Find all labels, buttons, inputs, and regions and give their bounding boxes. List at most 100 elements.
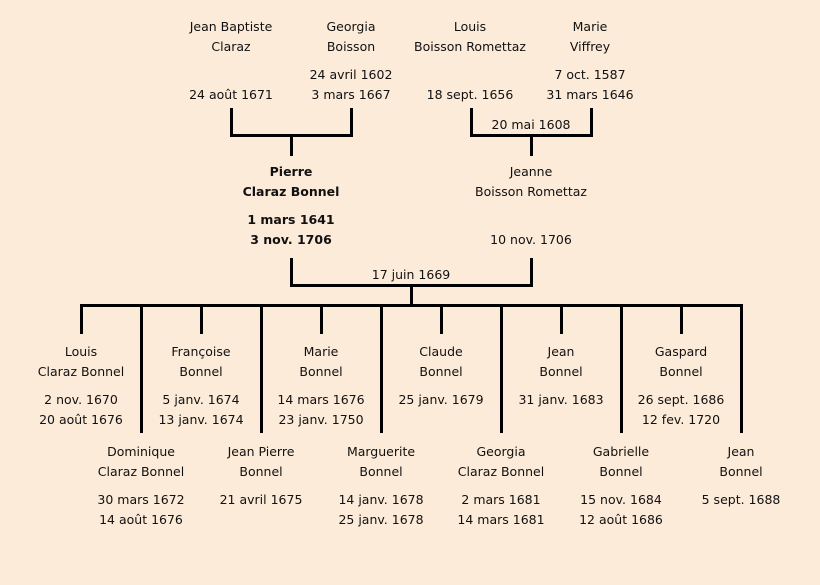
connector-line (620, 304, 623, 433)
birth-date: 14 mars 1676 (277, 392, 365, 407)
death-date: 25 janv. 1678 (338, 512, 424, 527)
child-card: Dominique Claraz Bonnel 30 mars 1672 14 … (81, 442, 201, 530)
last-name: Claraz Bonnel (37, 364, 125, 379)
marriage-date: 20 mai 1608 (491, 117, 571, 132)
connector-line (260, 304, 263, 433)
birth-date: 25 janv. 1679 (398, 392, 484, 407)
first-name: Pierre (269, 164, 313, 179)
birth-date: 15 nov. 1684 (580, 492, 662, 507)
connector-line (80, 304, 83, 334)
death-date: 12 août 1686 (579, 512, 663, 527)
child-card: Gaspard Bonnel 26 sept. 1686 12 fev. 172… (621, 342, 741, 430)
child-card: Marie Bonnel 14 mars 1676 23 janv. 1750 (261, 342, 381, 430)
first-name: Jean (547, 344, 575, 359)
connector-line (500, 304, 503, 433)
death-date: 13 janv. 1674 (158, 412, 244, 427)
birth-date: 5 sept. 1688 (701, 492, 781, 507)
person-georgia-boisson: Georgia Boisson 24 avril 1602 3 mars 166… (291, 17, 411, 105)
first-name: Dominique (107, 444, 175, 459)
child-card: Louis Claraz Bonnel 2 nov. 1670 20 août … (21, 342, 141, 430)
birth-date: 1 mars 1641 (247, 212, 335, 227)
death-date: 31 mars 1646 (546, 87, 634, 102)
connector-line (410, 284, 413, 306)
connector-line (200, 304, 203, 334)
last-name: Bonnel (299, 364, 343, 379)
first-name: Louis (453, 19, 487, 34)
person-jeanne-boisson-romettaz: Jeanne Boisson Romettaz 10 nov. 1706 (471, 162, 591, 250)
child-card: Jean Pierre Bonnel 21 avril 1675 (201, 442, 321, 530)
first-name: Marie (303, 344, 339, 359)
first-name: Gaspard (654, 344, 708, 359)
child-card: Françoise Bonnel 5 janv. 1674 13 janv. 1… (141, 342, 261, 430)
first-name: Louis (64, 344, 98, 359)
last-name: Bonnel (539, 364, 583, 379)
connector-line (590, 108, 593, 137)
child-card: Claude Bonnel 25 janv. 1679 (381, 342, 501, 430)
person-jean-baptiste-claraz: Jean Baptiste Claraz 24 août 1671 (171, 17, 291, 105)
last-name: Bonnel (239, 464, 283, 479)
first-name: Marie (572, 19, 608, 34)
connector-line (290, 134, 293, 156)
first-name: Jean (727, 444, 755, 459)
birth-date: 2 mars 1681 (461, 492, 541, 507)
birth-date: 5 janv. 1674 (162, 392, 240, 407)
death-date (501, 410, 621, 430)
first-name: Georgia (326, 19, 376, 34)
birth-date: 31 janv. 1683 (518, 392, 604, 407)
last-name: Boisson (326, 39, 376, 54)
connector-line (380, 304, 383, 433)
first-name: Françoise (171, 344, 231, 359)
child-card: Marguerite Bonnel 14 janv. 1678 25 janv.… (321, 442, 441, 530)
last-name: Bonnel (359, 464, 403, 479)
last-name: Viffrey (569, 39, 611, 54)
death-date: 14 mars 1681 (457, 512, 545, 527)
birth-date: 2 nov. 1670 (44, 392, 118, 407)
connector-line (740, 304, 743, 433)
last-name: Claraz Bonnel (457, 464, 545, 479)
first-name: Georgia (476, 444, 526, 459)
first-name: Jean Baptiste (189, 19, 273, 34)
connector-line (320, 304, 323, 334)
birth-date: 24 avril 1602 (309, 67, 393, 82)
connector-line (230, 108, 233, 137)
death-date: 23 janv. 1750 (278, 412, 364, 427)
death-date (381, 410, 501, 430)
birth-date: 21 avril 1675 (219, 492, 303, 507)
marriage-date: 17 juin 1669 (371, 267, 451, 282)
death-date: 3 mars 1667 (311, 87, 391, 102)
first-name: Gabrielle (592, 444, 650, 459)
last-name: Boisson Romettaz (475, 184, 587, 199)
death-date: 14 août 1676 (99, 512, 183, 527)
first-name: Claude (419, 344, 463, 359)
connector-line (680, 304, 683, 334)
connector-line (530, 134, 533, 156)
last-name: Bonnel (179, 364, 223, 379)
child-card: Georgia Claraz Bonnel 2 mars 1681 14 mar… (441, 442, 561, 530)
death-date (201, 510, 321, 530)
death-date: 3 nov. 1706 (250, 232, 332, 247)
death-date: 18 sept. 1656 (426, 87, 514, 102)
last-name: Bonnel (719, 464, 763, 479)
connector-line (530, 258, 533, 287)
death-date: 24 août 1671 (189, 87, 273, 102)
connector-line (290, 258, 293, 287)
birth-date (410, 65, 530, 85)
death-date (681, 510, 801, 530)
last-name: Claraz Bonnel (97, 464, 185, 479)
person-louis-boisson-romettaz: Louis Boisson Romettaz 18 sept. 1656 (410, 17, 530, 105)
last-name: Boisson Romettaz (414, 39, 526, 54)
birth-date (171, 65, 291, 85)
last-name: Bonnel (419, 364, 463, 379)
death-date: 20 août 1676 (39, 412, 123, 427)
last-name: Bonnel (659, 364, 703, 379)
child-card: Gabrielle Bonnel 15 nov. 1684 12 août 16… (561, 442, 681, 530)
connector-line (470, 108, 473, 137)
last-name: Claraz (211, 39, 251, 54)
birth-date: 7 oct. 1587 (554, 67, 626, 82)
first-name: Jeanne (509, 164, 553, 179)
last-name: Claraz Bonnel (242, 184, 340, 199)
connector-line (350, 108, 353, 137)
birth-date: 14 janv. 1678 (338, 492, 424, 507)
death-date: 12 fev. 1720 (641, 412, 721, 427)
death-date: 10 nov. 1706 (490, 232, 572, 247)
